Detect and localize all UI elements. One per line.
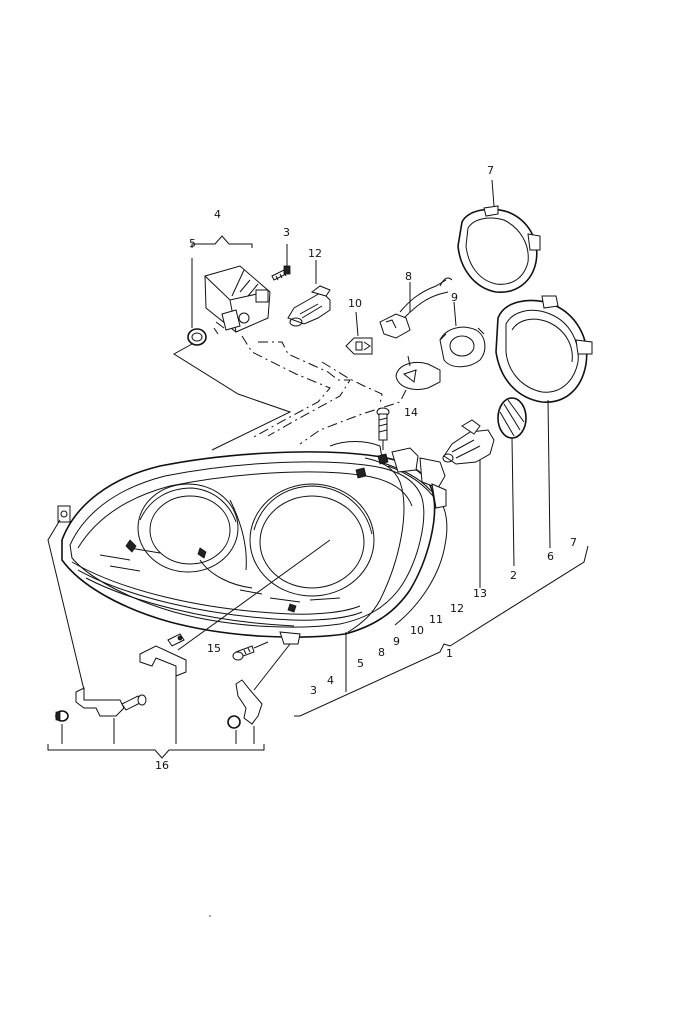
callout-9-top: 9 [451,291,458,304]
callout-10-top: 10 [348,297,362,310]
leader-bracket-4 [191,235,253,248]
bulb-12 [287,260,331,327]
bulb-socket-9 [439,301,486,368]
callout-2: 2 [510,569,517,582]
callout-3-bottom: 3 [310,684,317,697]
callout-16: 16 [155,759,169,772]
callout-12-bottom: 12 [450,602,464,615]
headlight-housing [57,441,448,645]
callout-7-top: 7 [487,164,494,177]
speck-mark [209,915,211,917]
callout-5-bottom: 5 [357,657,364,670]
screw-14 [376,407,390,456]
callout-1: 1 [446,647,453,660]
screw-3 [271,244,291,281]
bulb-11 [395,355,441,390]
leader-bracket-1 [294,545,589,717]
callout-11: 11 [429,613,443,626]
callout-labels: 4 3 5 12 8 9 10 7 14 13 2 6 7 12 11 10 9… [155,164,577,772]
bottom-bracket-right [227,643,291,744]
callout-4-bottom: 4 [327,674,334,687]
wire-harness-8 [379,277,453,339]
seal-ring-5 [187,258,207,346]
callout-9-bottom: 9 [393,635,400,648]
callout-3-top: 3 [283,226,290,239]
callout-8-bottom: 8 [378,646,385,659]
bulb-13 [442,419,495,588]
headlight-range-motor [204,265,271,335]
callout-8-top: 8 [405,270,412,283]
cover-cap-2 [497,397,527,567]
lamp-ring-6 [495,295,593,549]
bulb-10 [345,311,373,355]
leader-bracket-16 [47,744,265,759]
callout-10-bottom: 10 [410,624,424,637]
bottom-bracket-center [139,539,331,744]
callout-12-top: 12 [308,247,322,260]
callout-5-top: 5 [189,237,196,250]
callout-13: 13 [473,587,487,600]
bottom-bracket-left [47,519,147,744]
lamp-ring-7 [457,179,541,293]
assembly-lines [173,335,407,451]
callout-6: 6 [547,550,554,563]
callout-7-bottom: 7 [570,536,577,549]
callout-15: 15 [207,642,221,655]
callout-4-top: 4 [214,208,221,221]
screw-15 [232,641,269,661]
callout-14: 14 [404,406,418,419]
